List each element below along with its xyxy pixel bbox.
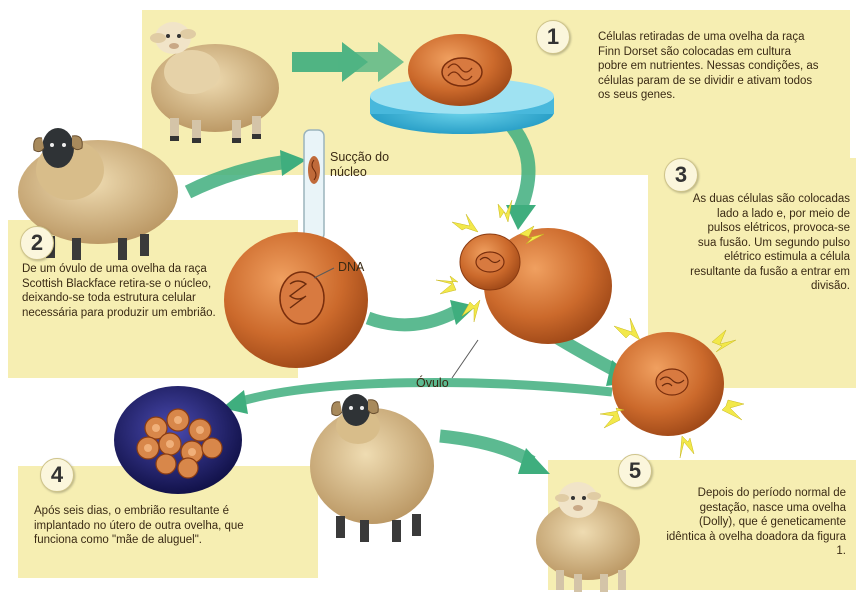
suction-label: Sucção do núcleo xyxy=(330,150,406,180)
sheep-finn-dorset-donor xyxy=(150,22,279,143)
step-1-description: Células retiradas de uma ovelha da raça … xyxy=(598,30,820,103)
step-3-number: 3 xyxy=(664,158,698,192)
step-4-number: 4 xyxy=(40,458,74,492)
arrow-surrogate-to-dolly xyxy=(440,436,550,474)
ovum-label: Óvulo xyxy=(416,376,449,391)
arrow-ovum-to-fusion xyxy=(368,300,476,325)
step-2-number: 2 xyxy=(20,226,54,260)
dividing-cell xyxy=(612,332,724,436)
sheep-surrogate-mother xyxy=(310,394,434,542)
step-1-number: 1 xyxy=(536,20,570,54)
step-3-description: As duas células são colocadas lado a lad… xyxy=(690,192,850,294)
ovum-cell xyxy=(224,232,368,368)
sheep-dolly xyxy=(536,482,640,592)
donor-cell xyxy=(408,34,512,106)
step-5-number: 5 xyxy=(618,454,652,488)
ovum-leader-line xyxy=(452,340,478,378)
step-2-description: De um óvulo de uma ovelha da raça Scotti… xyxy=(22,262,234,320)
embryo-disc xyxy=(114,386,242,494)
step-4-description: Após seis dias, o embrião resultante é i… xyxy=(34,504,264,548)
arrow-sheep2-to-pipette xyxy=(188,150,306,192)
arrow-sheep1-to-dish xyxy=(292,42,404,82)
fusion-cells xyxy=(460,228,612,344)
step-5-description: Depois do período normal de gestação, na… xyxy=(666,486,846,559)
dna-label: DNA xyxy=(338,260,364,275)
